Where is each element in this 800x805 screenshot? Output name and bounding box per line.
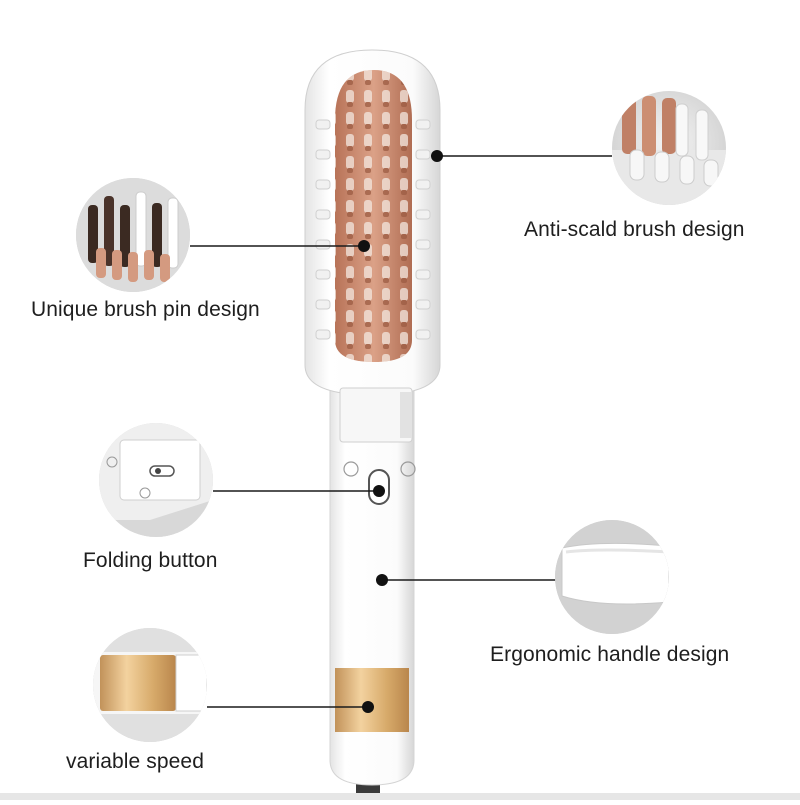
screw-right [400, 461, 416, 477]
callout-lines [190, 155, 612, 708]
closeup-ergonomic-handle [555, 520, 669, 634]
gold-speed-ring [335, 668, 409, 732]
closeup-anti-scald [612, 91, 726, 205]
bristle-pins [335, 70, 412, 362]
unique-pin-label: Unique brush pin design [31, 298, 260, 321]
closeup-variable-speed [93, 628, 207, 742]
callout-dots [358, 150, 443, 713]
closeup-folding-switch [99, 423, 213, 537]
folding-button-label: Folding button [83, 549, 218, 572]
screw-left [343, 461, 359, 477]
anti-scald-label: Anti-scald brush design [524, 218, 745, 241]
bottom-band [0, 793, 800, 800]
brush-side-teeth [315, 119, 431, 340]
ergonomic-handle-label: Ergonomic handle design [490, 643, 730, 666]
hinge-shadow [400, 392, 412, 438]
closeup-unique-pins [76, 178, 190, 292]
variable-speed-label: variable speed [66, 750, 204, 773]
